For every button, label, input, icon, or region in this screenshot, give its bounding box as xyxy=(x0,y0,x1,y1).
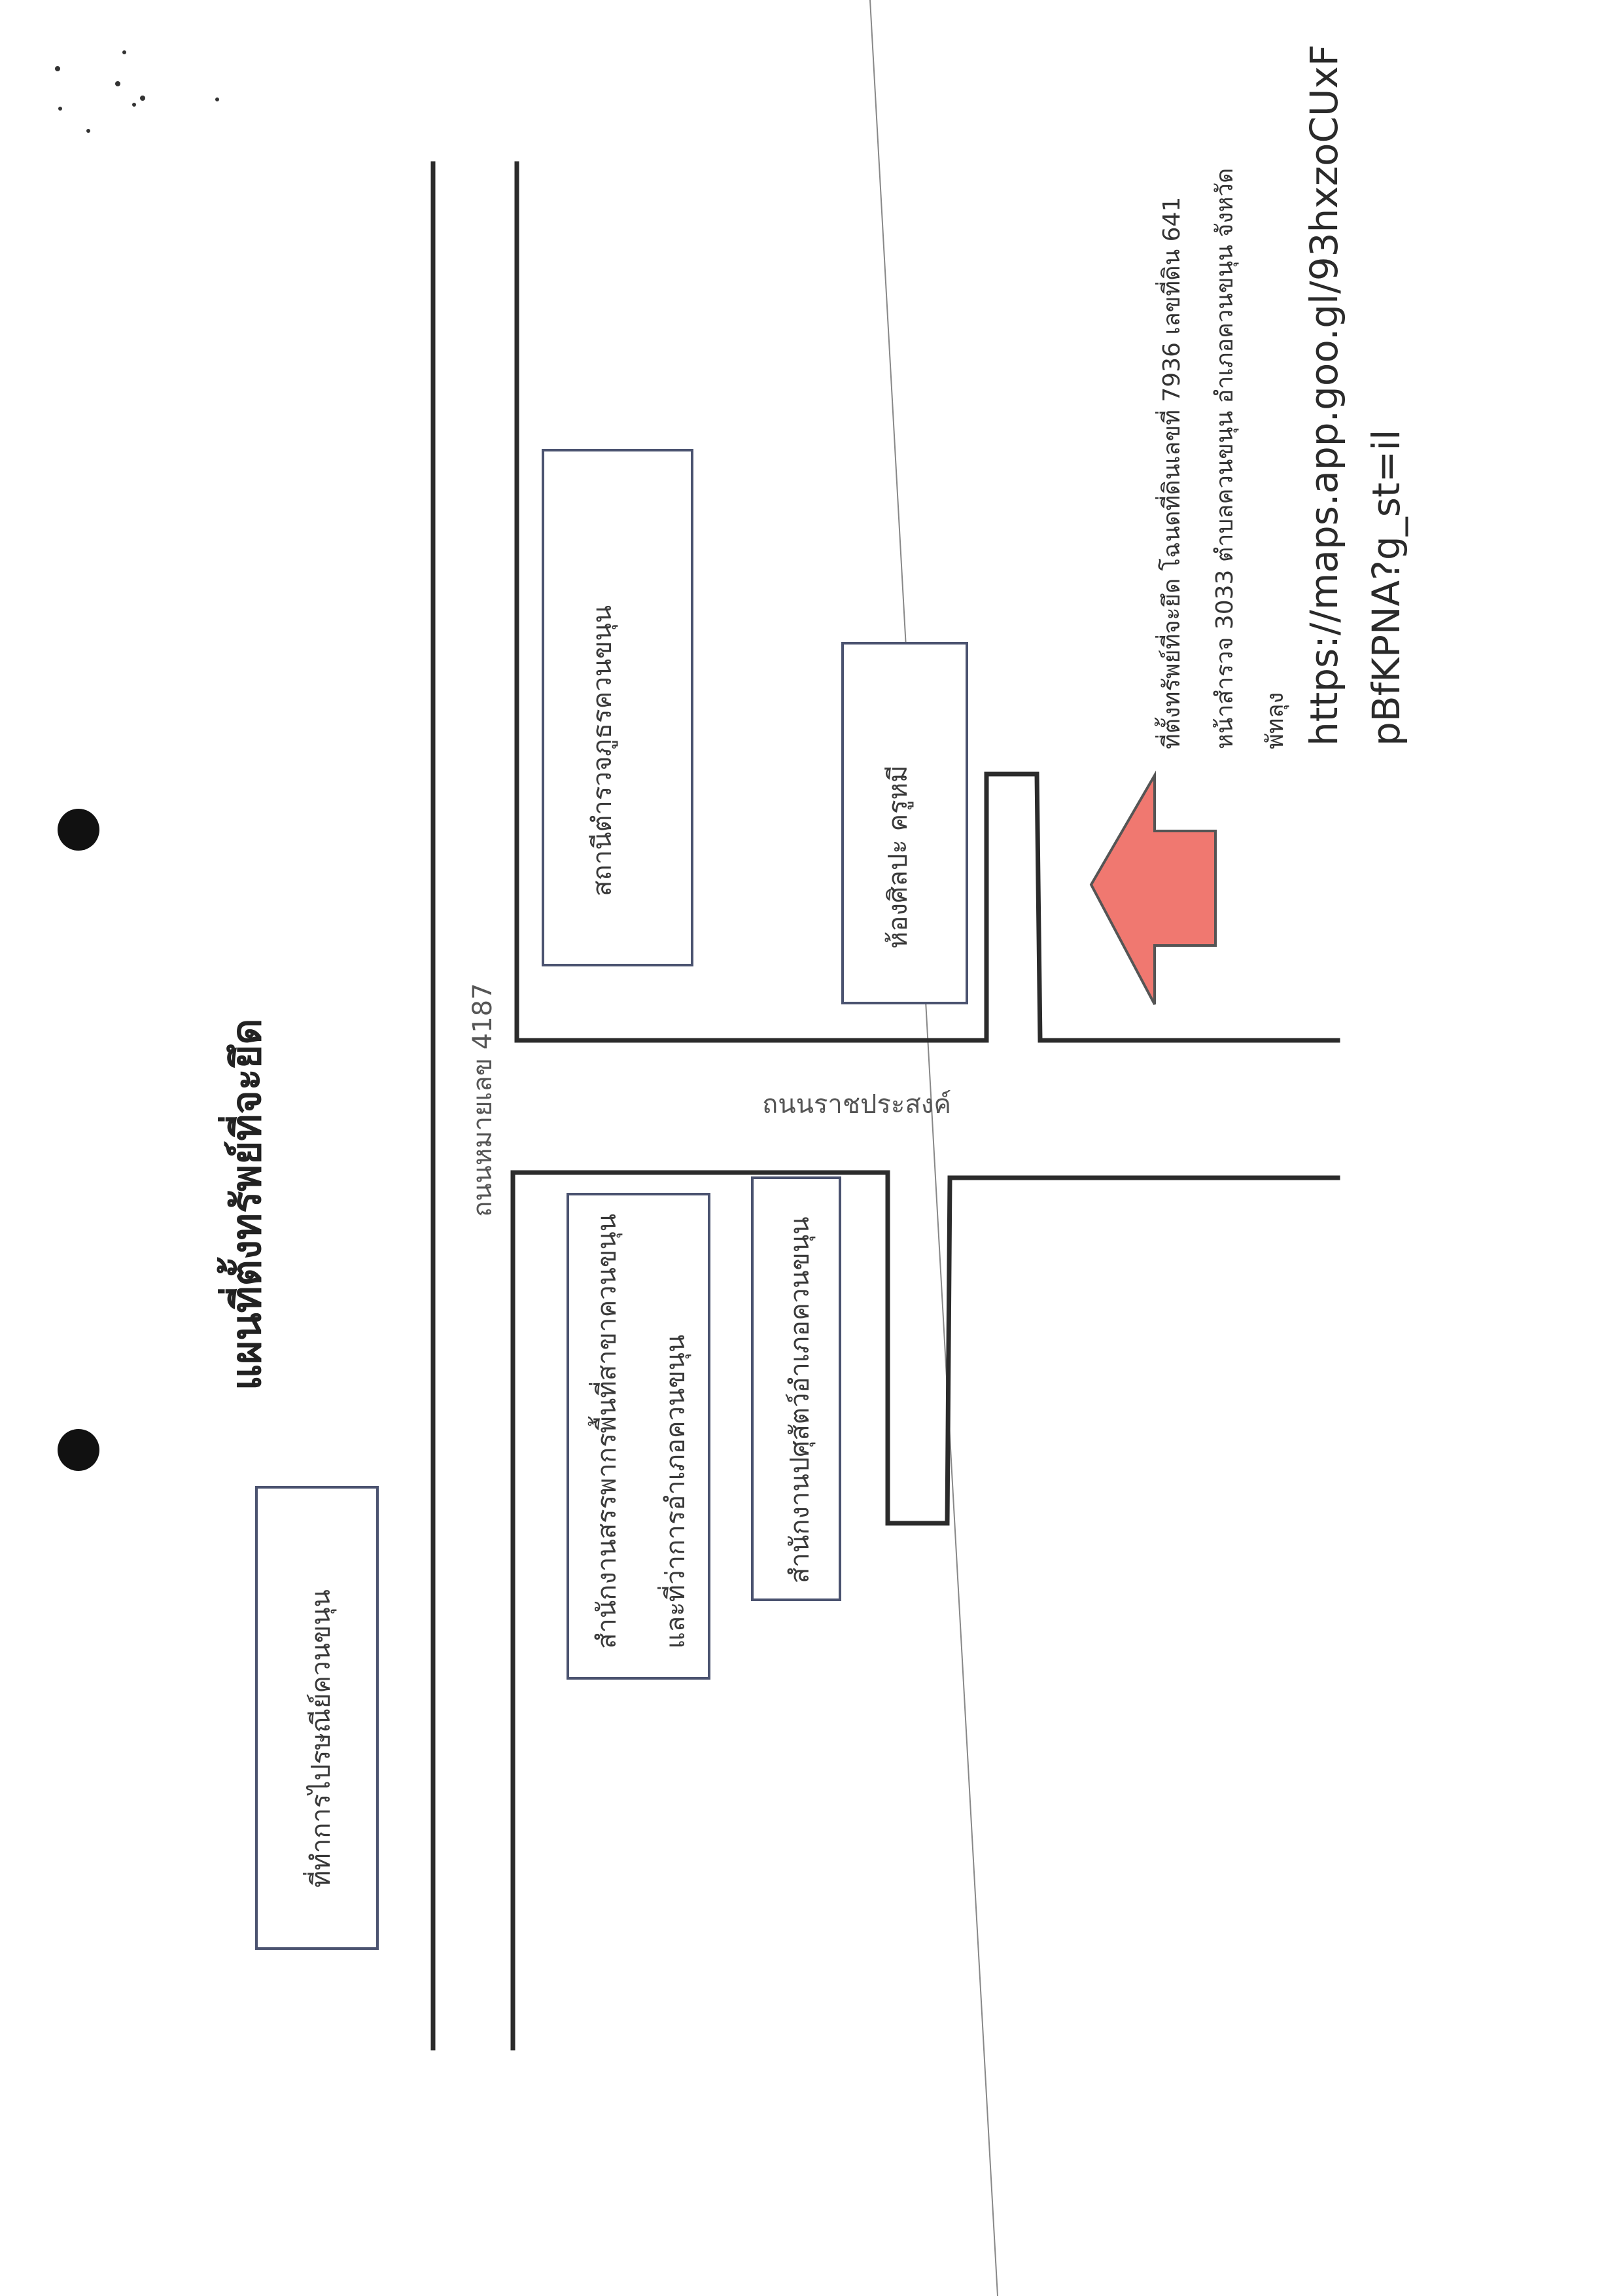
highway-label: ถนนหมายเลข 4187 xyxy=(468,983,498,1217)
note-line3: พัทลุง xyxy=(1262,692,1289,749)
scan-line xyxy=(869,0,998,2296)
revenue-office-label-line2: และที่ว่าการอำเภอควนขนุน xyxy=(661,1334,691,1649)
revenue-office-box xyxy=(567,1193,710,1680)
punch-hole-top xyxy=(58,809,99,851)
punch-hole-bottom xyxy=(58,1429,99,1471)
livestock-office-box xyxy=(751,1176,841,1601)
side-road-label: ถนนราชประสงค์ xyxy=(762,1089,952,1120)
map-title: แผนที่ตั้งทรัพย์ที่จะยึด xyxy=(222,1018,270,1390)
post-office-box xyxy=(255,1486,379,1950)
post-office-label: ที่ทำการไปรษณีย์ควนขนุน xyxy=(306,1589,336,1888)
side-road-edge-b xyxy=(984,771,1340,1043)
location-arrow-icon xyxy=(1089,770,1217,1005)
scan-specks xyxy=(55,50,219,133)
map-link-line1: https://maps.app.goo.gl/93hxzoCUxF xyxy=(1302,44,1346,746)
map-link-line2: pBfKPNA?g_st=il xyxy=(1364,429,1408,746)
note-line1: ที่ตั้งทรัพย์ที่จะยึด โฉนดที่ดินเลขที่ 7… xyxy=(1159,196,1185,749)
revenue-office-label-line1: สำนักงานสรรพากรพื้นที่สาขาควนขนุน xyxy=(592,1213,622,1649)
art-room-label: ห้องศิลปะ ครูหมี xyxy=(883,765,913,949)
police-station-box xyxy=(542,449,693,966)
note-line2: หน้าสำรวจ 3033 ตำบลควนขนุน อำเภอควนขนุน … xyxy=(1212,168,1238,749)
side-road-edge-c xyxy=(510,1170,1340,1526)
livestock-office-label: สำนักงานปศุสัตว์อำเภอควนขนุน xyxy=(785,1216,815,1583)
police-station-label: สถานีตำรวจภูธรควนขนุน xyxy=(587,605,618,896)
art-room-box xyxy=(841,642,968,1004)
